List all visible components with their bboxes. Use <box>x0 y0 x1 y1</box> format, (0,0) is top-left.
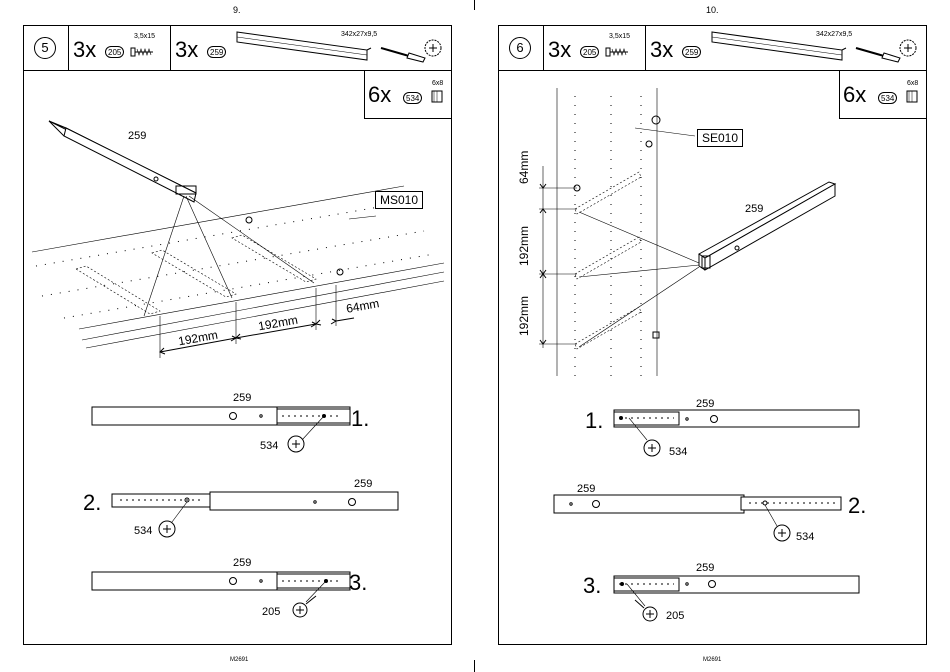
rail-label: 259 <box>696 562 714 574</box>
rail-label: 259 <box>233 557 251 569</box>
sub-step-number: 2. <box>83 490 101 516</box>
rail-label: 259 <box>354 478 372 490</box>
sub-step-number: 2. <box>848 493 866 519</box>
sub-step-number: 1. <box>585 408 603 434</box>
rail-label: 259 <box>233 392 251 404</box>
dimension-label: 64mm <box>517 151 531 184</box>
sub-step-number: 1. <box>351 406 369 432</box>
part-label: 205 <box>262 606 280 618</box>
rail-label: 259 <box>128 130 146 142</box>
part-label: 534 <box>669 446 687 458</box>
step-panel-left: 5 3x 205 3,5x15 3x 259 342x27x9,5 <box>23 25 452 645</box>
assembly-drawing <box>24 26 453 646</box>
rail-label: 259 <box>696 398 714 410</box>
part-label: 534 <box>260 440 278 452</box>
rail-label: 259 <box>577 483 595 495</box>
center-mark <box>474 0 475 10</box>
part-label: 534 <box>796 531 814 543</box>
page-number: 9. <box>233 5 241 15</box>
part-label: 534 <box>134 525 152 537</box>
fitting-code: MS010 <box>375 191 423 209</box>
rail-label: 259 <box>745 203 763 215</box>
center-mark <box>474 660 475 672</box>
part-label: 205 <box>666 610 684 622</box>
sub-step-number: 3. <box>583 573 601 599</box>
sub-step-number: 3. <box>349 570 367 596</box>
footer-code: M2691 <box>703 657 721 663</box>
step-panel-right: 6 3x 205 3,5x15 3x 259 342x27x9,5 <box>498 25 927 645</box>
page-number: 10. <box>706 5 719 15</box>
dimension-label: 192mm <box>517 226 531 266</box>
dimension-label: 192mm <box>517 296 531 336</box>
footer-code: M2691 <box>230 657 248 663</box>
fitting-code: SE010 <box>697 129 743 147</box>
assembly-drawing <box>499 26 928 646</box>
